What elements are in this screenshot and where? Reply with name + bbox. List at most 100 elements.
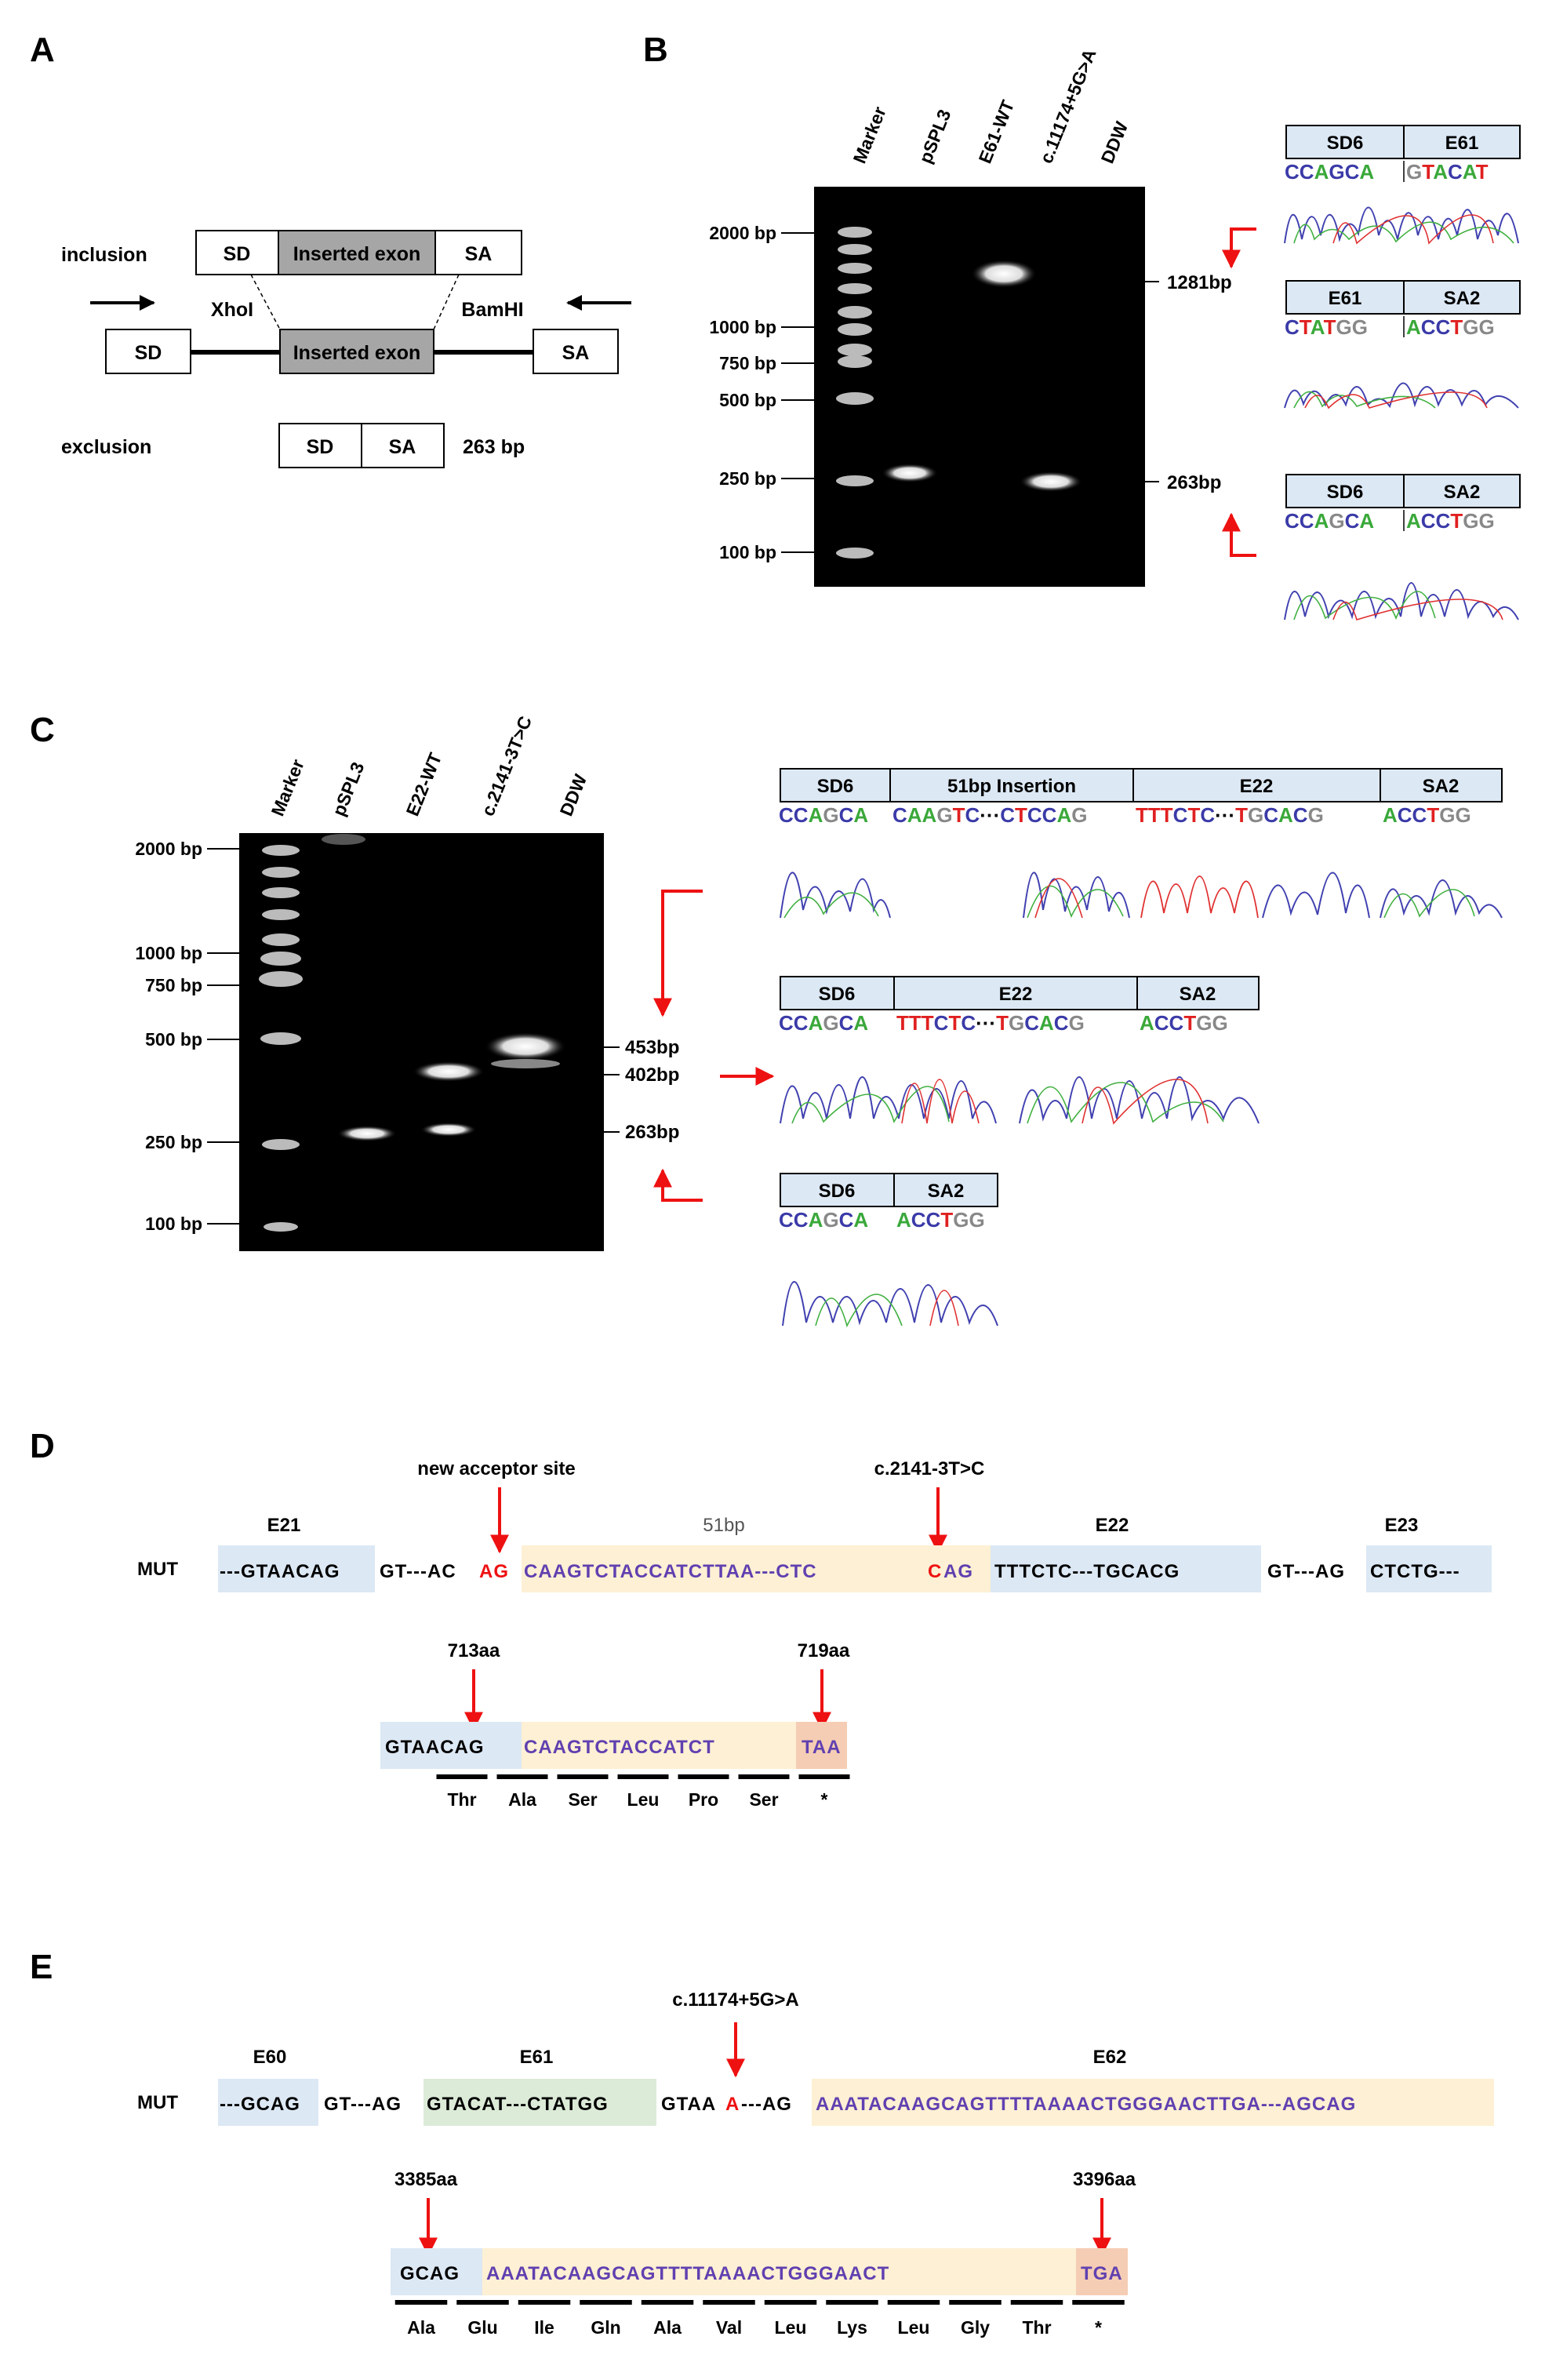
gel-c-lane-pspl3: pSPL3 xyxy=(329,759,369,819)
e-seq-ag: ---AG xyxy=(741,2094,792,2115)
d-713aa-label: 713aa xyxy=(448,1640,500,1661)
e-e60-box xyxy=(218,2079,318,2126)
gel-b-ladder-1000: 1000 bp xyxy=(709,317,776,337)
e-codon-bar xyxy=(1010,2300,1063,2305)
d-amino-acid: Thr xyxy=(447,1789,476,1810)
d-new-acceptor-label: new acceptor site xyxy=(417,1458,575,1479)
gel-c-well-smear xyxy=(322,834,365,845)
c1-seq-1: CCAGCA xyxy=(779,803,868,827)
inclusion-exon-box xyxy=(278,230,436,275)
c2-seq-2: TTTCTC···TGCACG xyxy=(896,1011,1085,1035)
d-codon-bar xyxy=(496,1774,548,1779)
panel-e-letter: E xyxy=(30,1948,53,1986)
d-codon-bar xyxy=(798,1774,850,1779)
gel-b-ladder-band xyxy=(838,355,872,368)
gel-b-ladder-750: 750 bp xyxy=(719,353,776,373)
gel-c-ladder-band xyxy=(264,1222,298,1232)
gel-c-ladder-2000: 2000 bp xyxy=(135,839,202,859)
c2-header-2: E22 xyxy=(999,984,1033,1005)
inclusion-sd-text: SD xyxy=(224,243,251,265)
d-mut-label: MUT xyxy=(137,1559,178,1580)
c1-header-3: E22 xyxy=(1240,776,1274,797)
gel-c-ladder-band xyxy=(262,887,300,898)
gel-b-lane-wt: E61-WT xyxy=(975,97,1019,166)
e-protein-seq-stop: TGA xyxy=(1081,2263,1123,2284)
d-e21-box xyxy=(218,1545,375,1592)
c1-seq-3: TTTCTC···TGCACG xyxy=(1136,803,1324,827)
chromatogram-c1: SD6 51bp Insertion E22 SA2 CCAGCA CAAGTC… xyxy=(779,768,1503,919)
e-e62-label: E62 xyxy=(1093,2047,1127,2068)
b1-header-1: SD6 xyxy=(1327,133,1364,154)
e-seq-gtaa: GTAA xyxy=(661,2094,716,2115)
d-e23-label: E23 xyxy=(1385,1515,1419,1536)
gel-b-image xyxy=(814,187,1145,587)
chromatogram-c2: SD6 E22 SA2 CCAGCA TTTCTC···TGCACG ACCTG… xyxy=(779,976,1260,1125)
e-e61-box xyxy=(424,2079,656,2126)
d-mutation-label: c.2141-3T>C xyxy=(874,1458,985,1479)
gel-c-band-402: 402bp xyxy=(625,1064,679,1086)
e-amino-acid: Leu xyxy=(775,2317,807,2338)
e-amino-acid: Ala xyxy=(653,2317,682,2338)
d-codon-bar xyxy=(557,1774,609,1779)
panel-d: D new acceptor site c.2141-3T>C E21 51bp… xyxy=(30,1427,1492,1810)
inclusion-sd-box xyxy=(195,230,279,275)
d-insert-box xyxy=(522,1545,991,1592)
gel-c-arrow-bottom xyxy=(653,1168,703,1202)
gel-b-arrow-bottom xyxy=(1222,512,1256,557)
bamhi-label: BamHI xyxy=(461,299,523,321)
e-e61-label: E61 xyxy=(520,2047,554,2068)
b3-seq-1: CCAGCA xyxy=(1285,509,1374,533)
d-amino-acid: Ser xyxy=(568,1789,597,1810)
e-amino-acid: Gln xyxy=(591,2317,620,2338)
gel-b-band-wt xyxy=(971,260,1037,288)
d-e23-box xyxy=(1366,1545,1492,1592)
b2-header-2: SA2 xyxy=(1444,288,1481,309)
e-seq-e61: GTACAT---CTATGG xyxy=(427,2094,609,2115)
e-codon-bar xyxy=(1072,2300,1125,2305)
c1-seq-4: ACCTGG xyxy=(1383,803,1471,827)
e-codon-bar xyxy=(518,2300,571,2305)
e-protein-stop-box xyxy=(1076,2248,1128,2295)
dash-right xyxy=(433,274,460,330)
gel-b-ladder-band xyxy=(838,244,872,255)
e-codon-bar xyxy=(703,2300,755,2305)
dash-left xyxy=(250,274,281,330)
exclusion-sa-text: SA xyxy=(389,436,416,458)
construct-sa-text: SA xyxy=(562,342,590,364)
d-e22-label: E22 xyxy=(1096,1515,1129,1536)
c3-header-2: SA2 xyxy=(928,1181,965,1202)
gel-b-ladder-band xyxy=(838,323,872,336)
c2-header-1: SD6 xyxy=(819,984,856,1005)
panel-a: A inclusion SD Inserted exon SA XhoI Bam… xyxy=(30,31,631,468)
e-mut-label: MUT xyxy=(137,2092,178,2113)
inclusion-label: inclusion xyxy=(61,244,147,266)
d-seq-e22: TTTCTC---TGCACG xyxy=(994,1561,1180,1582)
gel-c-ladder xyxy=(259,845,303,1232)
d-seq-intron: GT---AC xyxy=(380,1561,456,1582)
e-codon-bar xyxy=(826,2300,878,2305)
gel-c-ladder-500: 500 bp xyxy=(145,1029,202,1050)
chromatogram-b3: SD6 SA2 CCAGCA ACCTGG xyxy=(1284,474,1521,620)
e-amino-acid: Leu xyxy=(898,2317,930,2338)
c2-header-3: SA2 xyxy=(1180,984,1216,1005)
gel-c-band-263: 263bp xyxy=(625,1122,679,1143)
construct-exon-box xyxy=(279,329,434,374)
gel-c-ladder-band xyxy=(262,867,300,878)
exclusion-label: exclusion xyxy=(61,436,151,458)
gel-b-ladder-2000: 2000 bp xyxy=(709,223,776,243)
gel-c-band-wt-263 xyxy=(420,1123,477,1137)
e-seq-e62: AAATACAAGCAGTTTTAAAACTGGGAACTTGA---AGCAG xyxy=(816,2094,1356,2115)
gel-c-band-pspl3 xyxy=(337,1126,397,1141)
gel-b-ladder-250: 250 bp xyxy=(719,468,776,489)
b3-seq-2: ACCTGG xyxy=(1406,509,1495,533)
construct-sd-text: SD xyxy=(135,342,162,364)
e-amino-acid: Glu xyxy=(467,2317,497,2338)
gel-c-ladder-100: 100 bp xyxy=(145,1214,202,1234)
d-seq-e21: ---GTAACAG xyxy=(220,1561,340,1582)
e-protein-blue-box xyxy=(391,2248,482,2295)
gel-b-ladder-100: 100 bp xyxy=(719,542,776,562)
e-seq-e60: ---GCAG xyxy=(220,2094,300,2115)
construct-exon-text: Inserted exon xyxy=(293,342,421,364)
c3-header-1: SD6 xyxy=(819,1181,856,1202)
